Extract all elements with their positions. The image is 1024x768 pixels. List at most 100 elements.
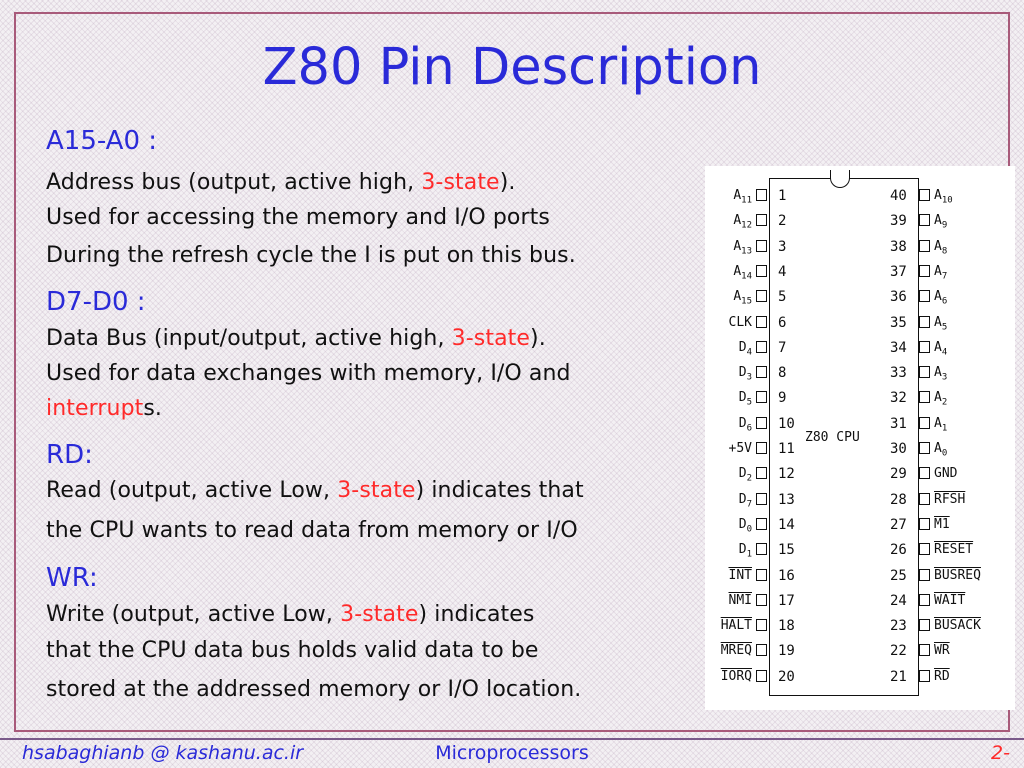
pin-14 [756, 517, 767, 530]
pin-25 [919, 568, 930, 581]
pin-name: D6 [738, 415, 752, 434]
pin-number: 36 [890, 289, 907, 306]
pin-name: A14 [733, 263, 752, 282]
pin-7 [756, 340, 767, 353]
description-line: the CPU wants to read data from memory o… [46, 518, 578, 543]
pin-number: 14 [778, 516, 795, 533]
description-line: Data Bus (input/output, active high, 3-s… [46, 326, 546, 351]
pin-29 [919, 467, 930, 480]
pin-18 [756, 619, 767, 632]
pin-number: 11 [778, 441, 795, 457]
pin-name: BUSACK [934, 618, 981, 634]
pin-17 [756, 593, 767, 606]
body-text: During the refresh cycle the I is put on… [46, 243, 576, 268]
pin-27 [919, 517, 930, 530]
body-text: ) indicates [418, 602, 535, 627]
highlight-text: 3-state [451, 326, 531, 351]
pin-36 [919, 290, 930, 303]
pin-number: 38 [890, 238, 907, 255]
body-text: Used for data exchanges with memory, I/O… [46, 361, 571, 386]
pin-name: D3 [738, 365, 752, 383]
pin-name: RFSH [934, 491, 966, 507]
pin-number: 35 [890, 314, 907, 331]
pin-38 [919, 239, 930, 252]
footer-email: hsabaghianb @ kashanu.ac.ir [22, 742, 304, 764]
pin-number: 20 [778, 668, 795, 685]
pin-number: 30 [890, 441, 907, 457]
pin-number: 33 [890, 365, 907, 382]
body-text: that the CPU data bus holds valid data t… [46, 638, 539, 663]
pin-23 [919, 619, 930, 632]
pin-32 [919, 391, 930, 404]
pin-name: GND [934, 466, 958, 482]
pin-number: 3 [778, 238, 787, 255]
pin-16 [756, 568, 767, 581]
pin-8 [756, 366, 767, 379]
pin-39 [919, 214, 930, 227]
pin-name: A6 [934, 289, 948, 307]
body-text: ). [530, 326, 546, 351]
pin-name: RESET [934, 542, 974, 558]
highlight-text: 3-state [337, 478, 416, 503]
chip-body [769, 178, 919, 696]
pin-number: 5 [778, 289, 787, 306]
pin-15 [756, 543, 767, 556]
pin-33 [919, 366, 930, 379]
body-text: stored at the addressed memory or I/O lo… [46, 677, 582, 702]
pin-name: A3 [934, 365, 948, 383]
pin-24 [919, 593, 930, 606]
pin-number: 24 [890, 592, 907, 609]
pin-number: 32 [890, 390, 907, 407]
description-line: During the refresh cycle the I is put on… [46, 243, 576, 268]
body-text: Used for accessing the memory and I/O po… [46, 205, 550, 230]
pin-name: CLK [728, 314, 752, 330]
pin-3 [756, 239, 767, 252]
pin-name: A15 [733, 289, 752, 307]
pin-number: 7 [778, 339, 787, 356]
pin-name: A4 [934, 339, 948, 358]
chip-notch [830, 170, 850, 188]
pin-number: 8 [778, 365, 787, 382]
body-text: Read (output, active Low, [46, 478, 338, 503]
pin-name: +5V [728, 441, 752, 456]
pin-name: A0 [934, 441, 948, 459]
pin-name: D2 [738, 466, 752, 484]
pin-12 [756, 467, 767, 480]
pin-number: 10 [778, 415, 795, 432]
pin-number: 39 [890, 213, 907, 230]
body-text: ). [499, 170, 516, 195]
pin-28 [919, 492, 930, 505]
section-heading: WR: [46, 563, 98, 593]
pin-number: 13 [778, 491, 795, 508]
highlight-text: interrupt [46, 396, 144, 421]
pin-37 [919, 264, 930, 277]
pin-number: 22 [890, 643, 907, 660]
pin-name: RD [934, 668, 950, 684]
description-line: Used for data exchanges with memory, I/O… [46, 361, 571, 386]
pin-number: 29 [890, 466, 907, 483]
body-text: s. [143, 396, 163, 421]
pin-20 [756, 669, 767, 682]
pin-name: A1 [934, 415, 948, 434]
section-heading: RD: [46, 440, 93, 470]
pin-name: A10 [934, 188, 953, 206]
pin-34 [919, 340, 930, 353]
section-heading: A15-A0 : [46, 126, 158, 156]
highlight-text: 3-state [421, 170, 500, 195]
pin-name: D0 [738, 516, 752, 535]
slide-title: Z80 Pin Description [262, 38, 762, 97]
footer-slide-number: 2- [991, 742, 1010, 764]
pin-number: 6 [778, 314, 787, 331]
pin-name: D4 [738, 339, 752, 358]
pin-number: 23 [890, 618, 907, 635]
pin-number: 18 [778, 618, 795, 635]
description-line: Read (output, active Low, 3-state) indic… [46, 478, 584, 503]
pin-name: BUSREQ [934, 567, 981, 583]
pin-name: NMI [728, 592, 752, 608]
pin-number: 17 [778, 592, 795, 609]
pin-number: 40 [890, 188, 907, 204]
body-text: Write (output, active Low, [46, 602, 341, 627]
section-heading: D7-D0 : [46, 287, 146, 317]
description-line: interrupts. [46, 396, 162, 421]
pin-name: A12 [733, 213, 752, 231]
